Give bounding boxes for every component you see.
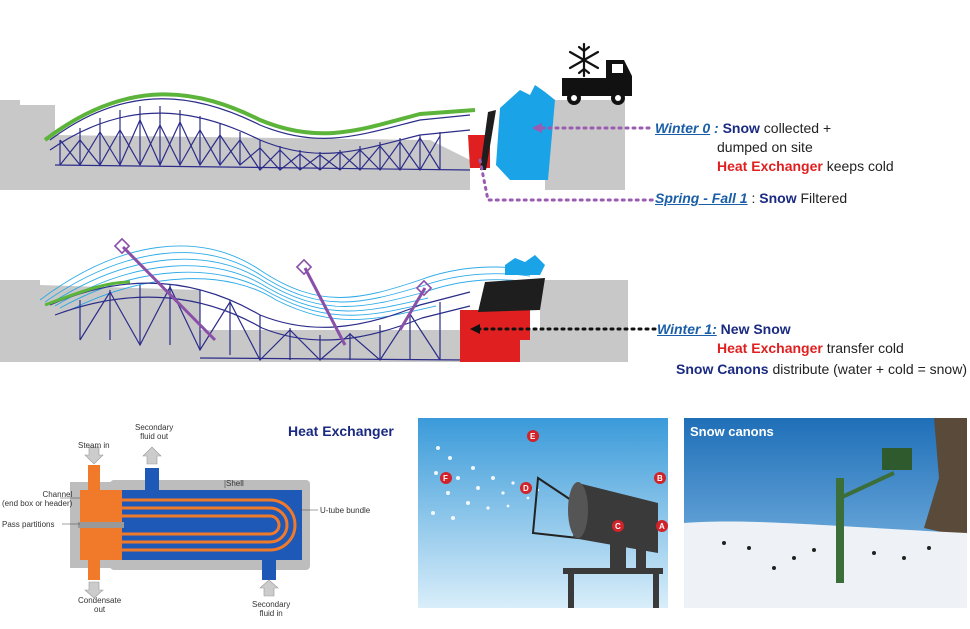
winter1-line2: Heat Exchanger transfer cold	[717, 340, 904, 356]
cannon-barrel	[573, 483, 658, 553]
hx-utube-bundle	[122, 498, 297, 552]
snow-top	[505, 255, 545, 275]
marker-b-letter: B	[657, 474, 663, 483]
winter1-line3: Snow Canons distribute (water + cold = s…	[676, 361, 967, 377]
heat-exchanger-diagram	[60, 446, 318, 599]
hx-label-condensate: Condensate out	[78, 596, 122, 614]
winter1-arrowhead	[470, 324, 480, 334]
hx-label-steam-in: Steam in	[78, 441, 110, 450]
snow-spray-lines	[39, 245, 531, 320]
winter0-season: Winter 0	[655, 120, 711, 136]
mountain-rock	[924, 418, 967, 538]
canon-tower	[836, 478, 844, 583]
hx-steam-inlet	[88, 465, 100, 490]
springfall-line: Spring - Fall 1 : Snow Filtered	[655, 190, 847, 206]
snow-canons-photo	[684, 418, 967, 608]
ground-mass	[0, 100, 625, 190]
winter1-snow: New Snow	[716, 321, 791, 337]
hx-label-shell: Shell	[226, 479, 244, 488]
winter1-canons: Snow Canons	[676, 361, 769, 377]
springfall-sep: :	[747, 190, 760, 206]
heat-exchanger-block-2	[460, 310, 530, 362]
snowflake-icon	[568, 42, 600, 78]
winter0-line2: dumped on site	[717, 139, 813, 155]
winter1-season: Winter 1:	[657, 321, 717, 337]
retaining-wall	[480, 110, 496, 170]
marker-c-letter: C	[615, 522, 621, 531]
marker-a-letter: A	[659, 522, 665, 531]
winter0-hx-rest: keeps cold	[822, 158, 894, 174]
hx-flow-arrows	[84, 446, 279, 599]
hx-secondary-outlet	[145, 468, 159, 490]
cannon-mouth	[568, 482, 588, 538]
snow-canons-title: Snow canons	[690, 424, 774, 439]
winter0-line3: Heat Exchanger keeps cold	[717, 158, 894, 174]
springfall-snow: Snow	[759, 190, 797, 206]
snow-pile	[496, 85, 555, 180]
hx-channel-bottom	[80, 528, 122, 560]
winter0-sep: :	[710, 120, 719, 136]
springfall-season: Spring - Fall 1	[655, 190, 748, 206]
canon-arm	[839, 471, 895, 500]
winter1-canons-rest: distribute (water + cold = snow)	[768, 361, 967, 377]
leader-lines	[470, 123, 657, 334]
winter0-hx: Heat Exchanger	[717, 158, 823, 174]
marker-c	[612, 520, 624, 532]
winter1-line1: Winter 1: New Snow	[657, 321, 791, 337]
springfall-rest: Filtered	[796, 190, 848, 206]
hx-label-utube: U-tube bundle	[320, 506, 371, 515]
canon-head	[882, 448, 912, 470]
hx-label-channel: Channel (end box or header)	[2, 490, 73, 508]
hx-secondary-inlet	[262, 560, 276, 580]
ground-left-block	[0, 100, 20, 190]
hx-pass-partition	[78, 522, 124, 528]
green-roof	[43, 92, 476, 142]
hx-label-secondary-in: Secondary fluid in	[252, 600, 291, 618]
marker-e	[527, 430, 539, 442]
dark-snow-storage	[478, 278, 545, 312]
marker-e-letter: E	[530, 432, 536, 441]
winter0-snow: Snow	[722, 120, 760, 136]
springfall-leader	[478, 158, 655, 202]
winter1-section-diagram	[0, 237, 628, 362]
marker-f	[440, 472, 452, 484]
marker-a	[656, 520, 668, 532]
ground-right-block	[545, 100, 625, 190]
heat-exchanger-title: Heat Exchanger	[288, 423, 394, 439]
snow-canon-markers	[113, 237, 433, 346]
truck-icon	[562, 42, 632, 105]
marker-f-letter: F	[443, 474, 448, 483]
winter0-line1: Winter 0 : Snow collected +	[655, 120, 831, 136]
marker-d	[520, 482, 532, 494]
winter1-hx-rest: transfer cold	[822, 340, 904, 356]
hx-condensate-outlet	[88, 560, 100, 580]
snow-cannon-diagram	[418, 418, 668, 608]
truss-structure-2	[49, 282, 471, 362]
marker-d-letter: D	[523, 484, 529, 493]
green-roof-2	[44, 280, 131, 307]
winter0-line1-rest: collected +	[759, 120, 832, 136]
hx-label-pass: Pass partitions	[2, 520, 55, 529]
hx-channel-top	[80, 490, 122, 522]
winter1-hx: Heat Exchanger	[717, 340, 823, 356]
truss-structure	[49, 98, 471, 172]
snow-slope	[684, 521, 967, 608]
winter0-arrowhead	[532, 123, 542, 133]
winter0-section-diagram	[0, 85, 625, 190]
hx-shell-inner	[122, 490, 302, 560]
skiers	[722, 541, 931, 570]
marker-b	[654, 472, 666, 484]
hx-label-secondary-out: Secondary fluid out	[135, 423, 174, 441]
